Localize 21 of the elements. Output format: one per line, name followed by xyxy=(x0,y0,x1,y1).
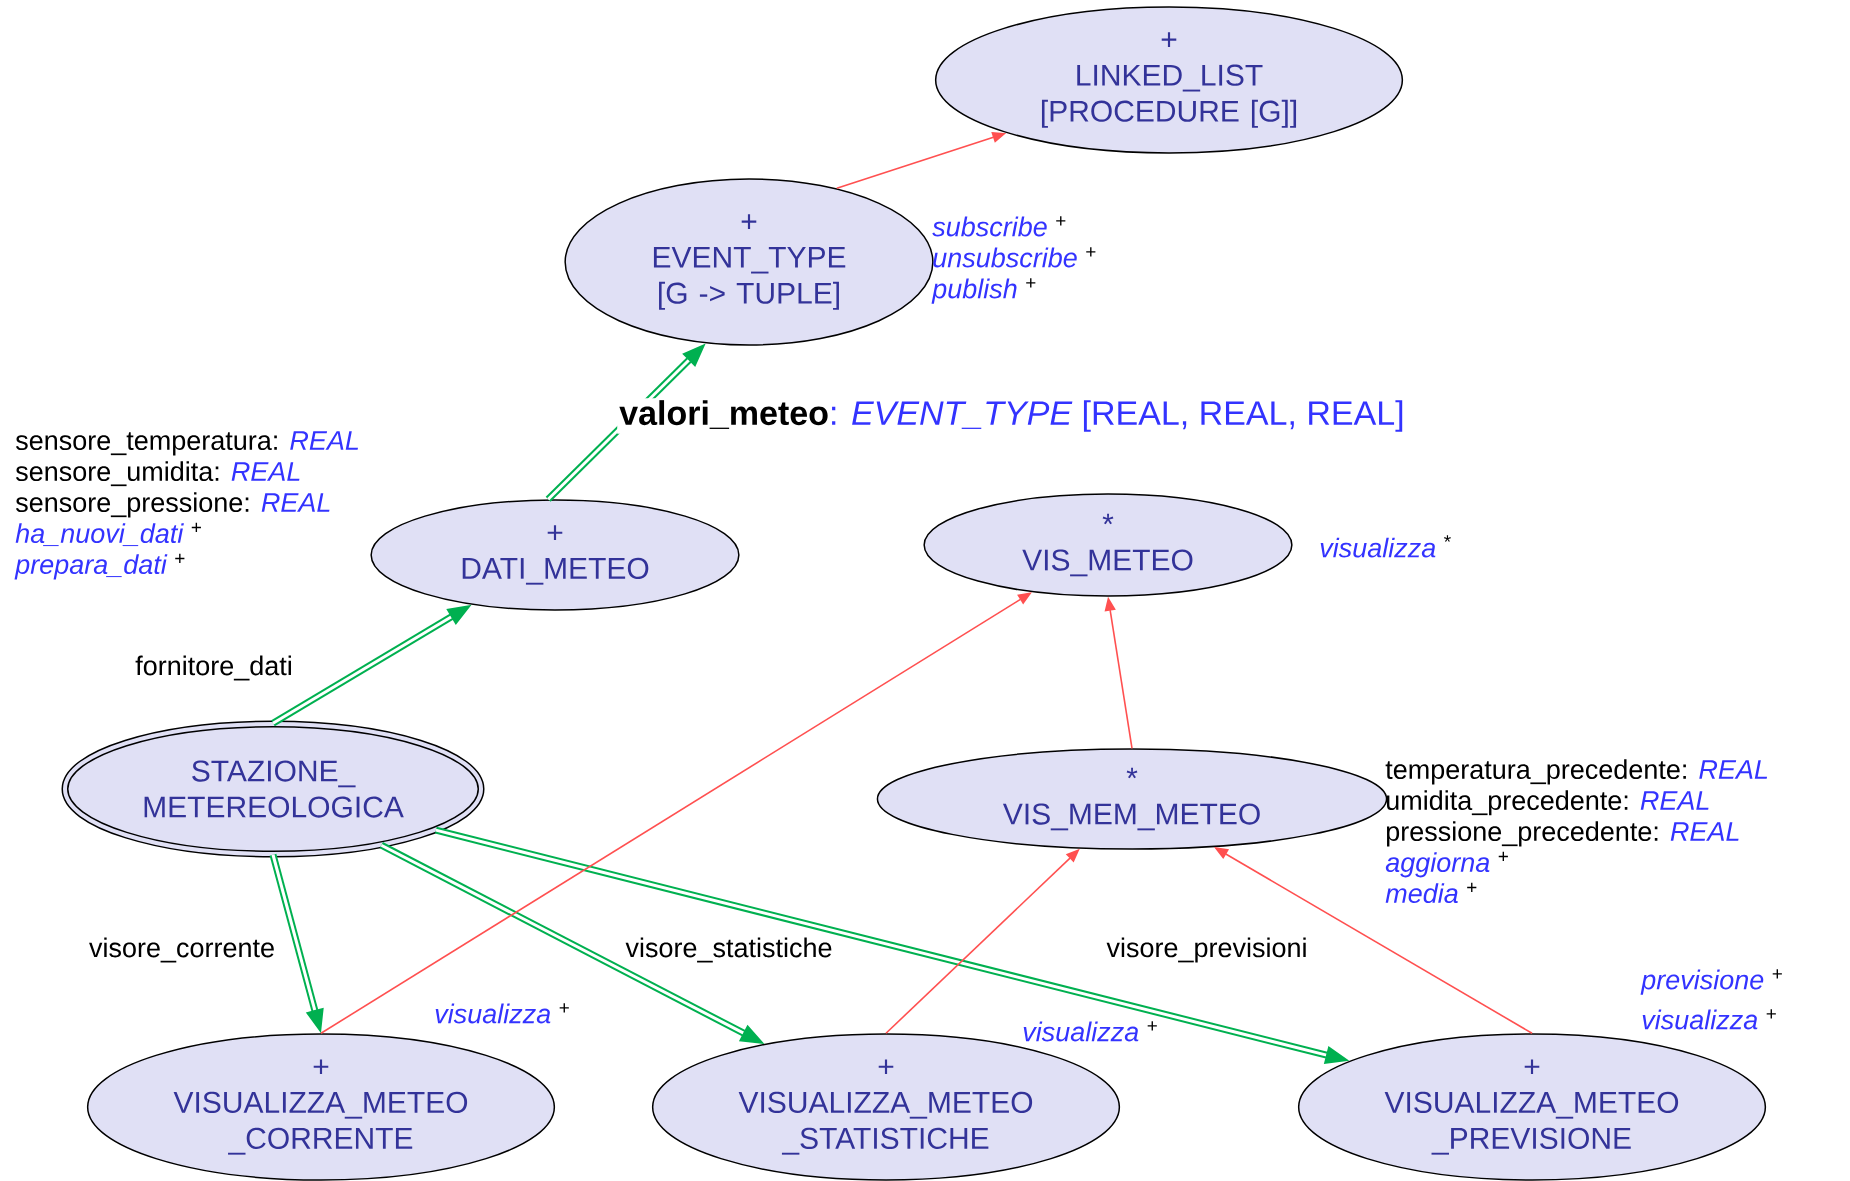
node-label: prepara_dati $^{+}$ xyxy=(14,553,185,580)
node-label: sensore_pressione: REAL xyxy=(15,492,330,518)
edge-label: valori_meteo: EVENT_TYPE [REAL, REAL, REAL] xyxy=(617,398,1407,434)
edge-label: visore_corrente xyxy=(86,935,278,965)
feature-list: sensore_temperatura: REAL sensore_umidita: REAL sensore_pressione: REAL ha_nuovi_dati $^{+}$ prepara_dati $^{+}$ xyxy=(14,431,358,580)
edge-label: fornitore_dati xyxy=(133,653,295,683)
node-label: pressione_precedente: REAL xyxy=(1386,821,1739,847)
feature-list: visualizza $^{+}$ xyxy=(435,1003,569,1024)
feature-list: temperatura_precedente: REAL umidita_precedente: REAL pressione_precedente: REAL aggiorna $^{+}$ media $^{+}$ xyxy=(1385,759,1768,904)
node-label: ha_nuovi_dati $^{+}$ xyxy=(15,522,201,547)
node-label: umidita_precedente: REAL xyxy=(1386,790,1709,816)
edge-label: visore_previsioni xyxy=(1104,935,1310,965)
edge-label: visore_statistiche xyxy=(623,935,835,965)
node-label: aggiorna $^{+}$ xyxy=(1385,851,1508,878)
node-label: temperatura_precedente: REAL xyxy=(1385,759,1768,785)
feature-list: visualizza $^{*}$ xyxy=(1320,535,1451,558)
node-label: sensore_umidita: REAL xyxy=(15,461,300,487)
feature-list: previsione $^{+}$ visualizza $^{+}$ xyxy=(1640,969,1782,1030)
node-label: sensore_temperatura: REAL xyxy=(15,431,358,456)
feature-list: subscribe $^{+}$ unsubscribe $^{+}$ publish $^{+}$ xyxy=(931,216,1096,304)
node-label: media $^{+}$ xyxy=(1385,882,1477,904)
